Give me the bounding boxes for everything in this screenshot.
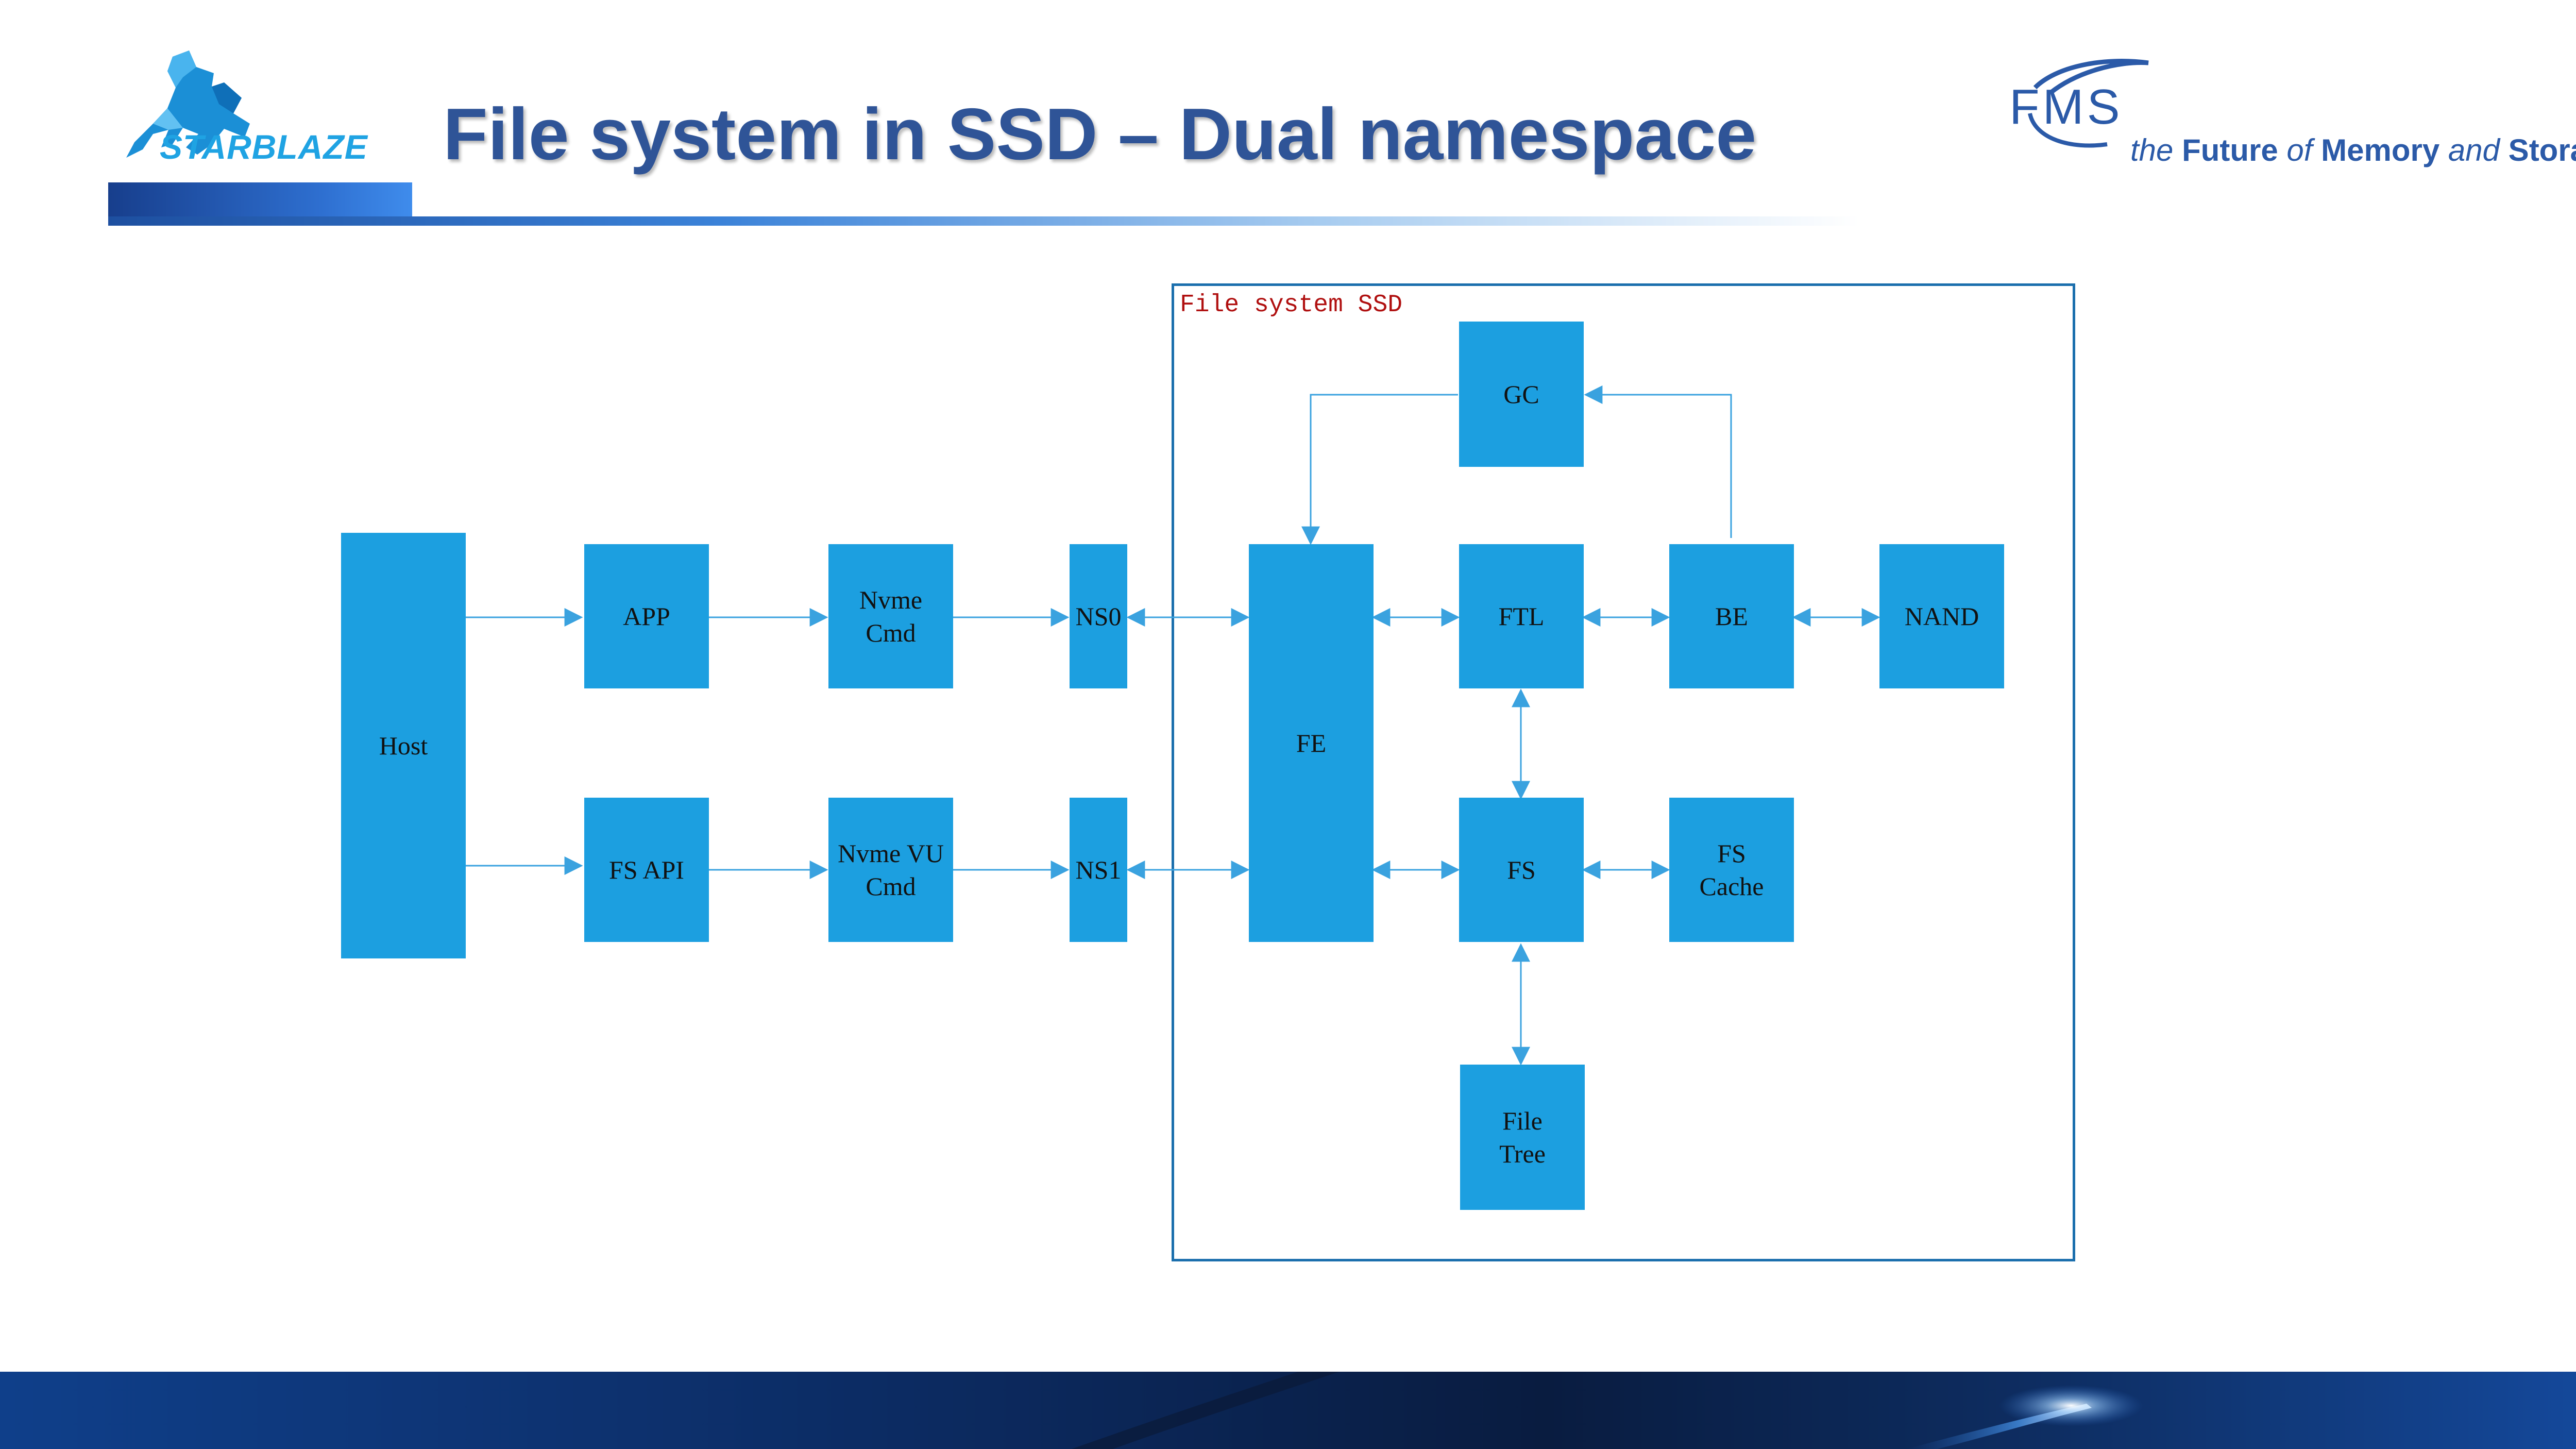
fms-tagline: the Future of Memory and Storage (2130, 135, 2576, 166)
node-be: BE (1669, 544, 1794, 688)
node-nvme-cmd: Nvme Cmd (828, 544, 953, 688)
node-fs-api: FS API (584, 798, 709, 942)
starblaze-unicorn-icon (126, 50, 250, 158)
node-ns1: NS1 (1070, 798, 1127, 942)
node-gc: GC (1459, 322, 1584, 467)
node-ns0: NS0 (1070, 544, 1127, 688)
node-fs: FS (1459, 798, 1584, 942)
node-fe: FE (1249, 544, 1374, 942)
fms-tagline-and: and (2448, 133, 2500, 167)
node-ftl: FTL (1459, 544, 1584, 688)
header-divider-line (108, 216, 1860, 226)
header-accent-bar (108, 182, 412, 221)
node-fs-cache: FS Cache (1669, 798, 1794, 942)
node-nvme-vu-cmd: Nvme VU Cmd (828, 798, 953, 942)
edge-be-gc (1584, 385, 1732, 538)
file-system-ssd-container (1172, 283, 2075, 1261)
fms-tagline-future: Future (2182, 133, 2278, 167)
fms-tagline-storage: Storage (2508, 133, 2576, 167)
node-file-tree: File Tree (1460, 1065, 1585, 1210)
fms-logo-mark: FMS (2009, 79, 2123, 134)
page-title: File system in SSD – Dual namespace (443, 93, 1757, 175)
starblaze-logo-text: STARBLAZE (160, 128, 368, 166)
fms-logo-icon: FMS (2009, 59, 2149, 148)
fms-tagline-the: the (2130, 133, 2174, 167)
footer-band (0, 1372, 2576, 1449)
footer-swoosh-graphic (1072, 1372, 2143, 1449)
edge-gc-fe (1301, 394, 1458, 545)
file-system-ssd-label: File system SSD (1180, 291, 1403, 319)
node-app: APP (584, 544, 709, 688)
node-nand: NAND (1879, 544, 2004, 688)
node-host: Host (341, 533, 466, 958)
fms-tagline-of: of (2286, 133, 2313, 167)
fms-tagline-memory: Memory (2321, 133, 2440, 167)
